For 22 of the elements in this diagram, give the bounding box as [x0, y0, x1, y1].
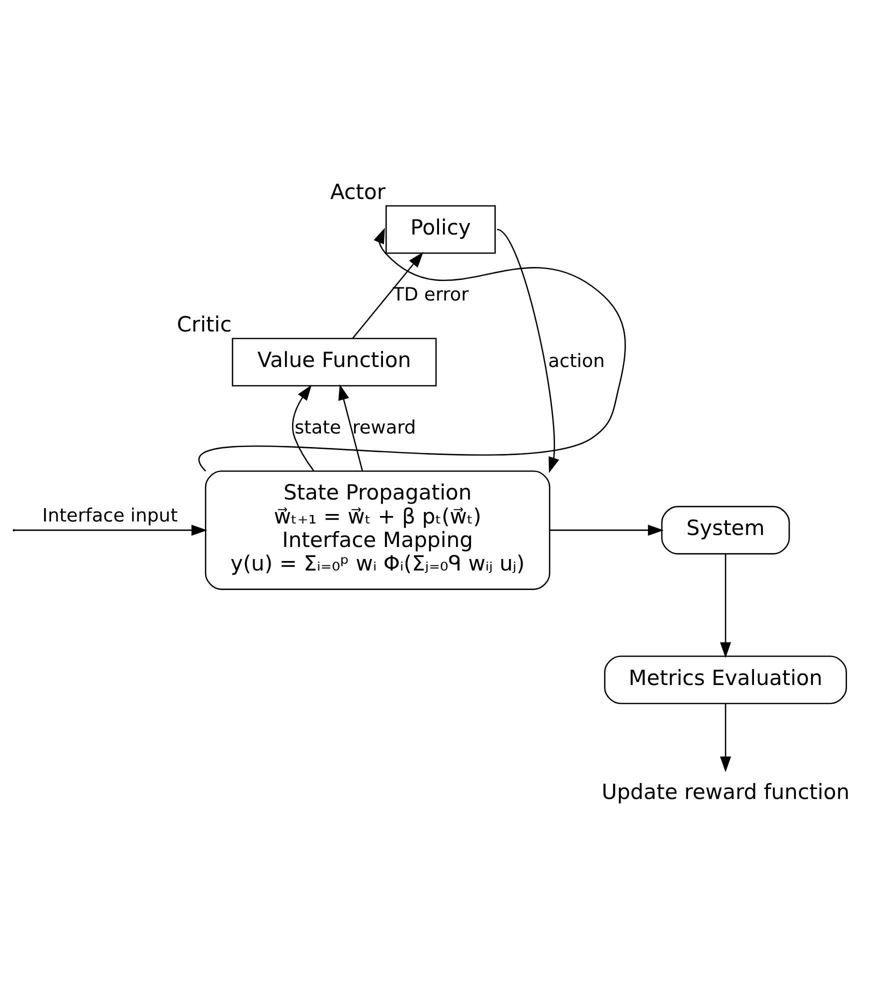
arrow — [200, 228, 626, 472]
node-label: Critic — [176, 312, 232, 337]
node-box: Value Function — [232, 338, 437, 386]
arrow — [720, 704, 732, 772]
node-box: System — [661, 506, 790, 554]
node-box: Metrics Evaluation — [604, 656, 847, 704]
arrow — [352, 252, 424, 339]
edge-label: action — [548, 350, 605, 372]
edge-label: state — [294, 417, 342, 438]
arrow — [292, 384, 314, 472]
arrow — [14, 524, 208, 536]
arrow — [338, 384, 364, 472]
edge-label: reward — [352, 417, 416, 438]
arrow — [550, 524, 664, 536]
arrow — [496, 228, 560, 474]
arrow — [720, 554, 732, 658]
edge-label: Interface input — [42, 505, 178, 526]
node-box: State Propagation w⃗ₜ₊₁ = w⃗ₜ + β pₜ(w⃗ₜ) Interface Mapping y(u) = Σᵢ₌₀ᵖ wᵢ Φᵢ(Σⱼ₌₀ᑫ wᵢⱼ uⱼ) — [204, 470, 550, 590]
node-text: Update reward function — [602, 780, 850, 804]
edge-label: TD error — [392, 284, 469, 306]
node-box: Policy — [385, 205, 496, 254]
node-label: Actor — [330, 180, 386, 204]
